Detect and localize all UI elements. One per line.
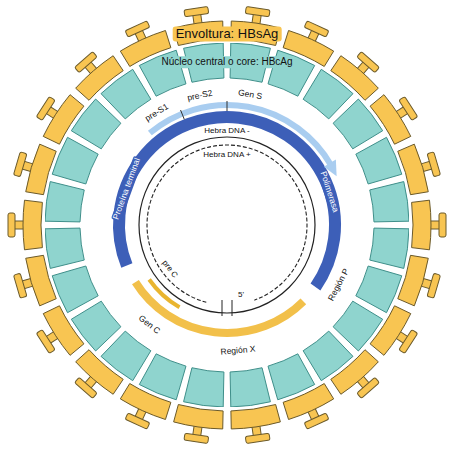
ring-title: Núcleo central o core: HBcAg (158, 56, 295, 68)
strand-label: Hebra DNA + (202, 150, 251, 159)
polymerase-band (119, 117, 335, 287)
core-ring-segment (333, 99, 383, 149)
protein-label: Polimerasa (317, 169, 340, 214)
spike-cap (357, 377, 380, 398)
spike-cap (304, 21, 329, 37)
spike-cap (184, 7, 209, 17)
spike-cap (357, 52, 380, 73)
spike-cap (8, 213, 15, 237)
gene-label: Gen C (136, 313, 163, 337)
core-ring-segment (356, 266, 402, 313)
envelope-ring-segment (412, 200, 431, 250)
gene-label: pre C (160, 258, 181, 281)
spike-cap (125, 21, 150, 37)
envelope-spike (8, 213, 24, 237)
spike-cap (36, 96, 55, 120)
core-ring-segment (303, 331, 353, 381)
core-ring-segment (139, 354, 186, 400)
core-ring-segment (370, 228, 409, 268)
gene-label: pre-S2 (185, 88, 214, 103)
spike-cap (75, 52, 98, 73)
core-ring-segment (268, 354, 315, 400)
core-ring-segment (71, 301, 121, 351)
gene-label: Gen S (236, 88, 263, 102)
spike-cap (184, 433, 209, 443)
envelope-ring-segment (23, 200, 42, 250)
core-ring-segment (52, 137, 98, 184)
gene-c-x-band (135, 282, 303, 333)
core-ring-segment (230, 368, 270, 407)
gene-label: pre-S1 (143, 102, 172, 125)
spike-cap (304, 413, 329, 429)
envelope-ring-segment (370, 95, 411, 145)
envelope-ring-segment (43, 306, 84, 356)
core-ring-segment (52, 266, 98, 313)
spike-cap (439, 213, 446, 237)
core-ring-segment (101, 69, 151, 119)
strand-end-label: 5' (237, 290, 245, 299)
strand-label: Hebra DNA - (203, 126, 250, 135)
spike-cap (75, 377, 98, 398)
protein-label: Proteína terminal (111, 155, 143, 221)
pre-c-arc (149, 279, 179, 307)
core-ring-segment (45, 228, 84, 268)
strand-end-tick (222, 300, 223, 316)
spike-cap (13, 152, 26, 177)
spike-cap (427, 152, 440, 177)
region-label: Región P (326, 266, 352, 303)
envelope-spike (430, 213, 446, 237)
dna-plus-strand (147, 145, 307, 302)
spike-cap (245, 433, 270, 443)
gene-tick (181, 110, 185, 119)
spike-cap (245, 7, 270, 17)
core-ring-segment (370, 182, 409, 222)
ring-title: Envoltura: HBsAg (173, 27, 282, 42)
envelope-ring-segment (370, 306, 411, 356)
spike-cap (13, 273, 26, 298)
core-ring-segment (356, 137, 402, 184)
envelope-ring-segment (231, 405, 280, 429)
strand-end-tick (232, 300, 233, 316)
spike-cap (399, 96, 418, 120)
region-label: Región X (219, 345, 257, 358)
core-ring-segment (45, 182, 84, 222)
spike-cap (399, 330, 418, 354)
dna-minus-strand (139, 137, 315, 313)
spike-cap (125, 413, 150, 429)
spike-cap (36, 330, 55, 354)
gene-s-arrow (150, 105, 331, 165)
envelope-ring-segment (43, 95, 84, 145)
gene-tick (227, 101, 228, 111)
core-ring-segment (184, 368, 224, 407)
envelope-ring-segment (174, 405, 223, 429)
spike-cap (427, 273, 440, 298)
